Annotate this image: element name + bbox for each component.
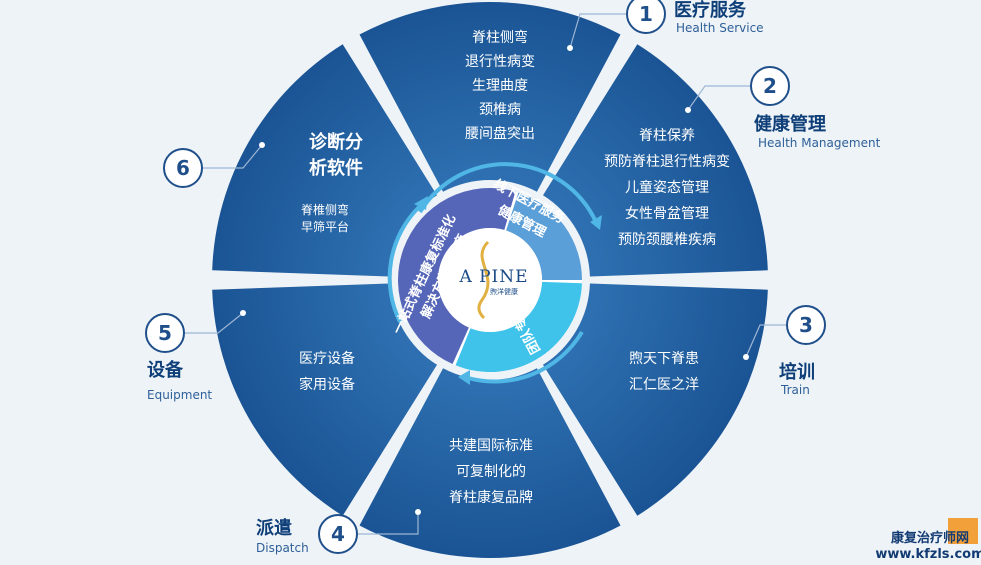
number-badge-4 [318, 514, 358, 554]
number-3: 3 [799, 313, 813, 337]
connector-3 [745, 324, 786, 358]
number-4: 4 [331, 522, 345, 546]
seg6-title-line-1: 诊断分 [309, 131, 363, 153]
inner-arrow-bottom [467, 330, 584, 384]
seg2-line-1: 脊柱保养 [639, 128, 695, 144]
category-labels: 医疗服务 Health Service 健康管理 Health Manageme… [147, 0, 881, 555]
watermark: 康复治疗师网 www.kfzls.com [875, 518, 981, 562]
seg4-line-2: 可复制化的 [456, 463, 526, 480]
seg1-line-1: 脊柱侧弯 [472, 29, 528, 46]
dot-icon [743, 354, 749, 360]
logo-disc [438, 228, 542, 332]
arrow-head-icon [590, 215, 602, 230]
seg2-line-4: 女性骨盆管理 [625, 205, 709, 222]
inner-arrow-top [418, 162, 598, 223]
logo-name: A PINE [458, 267, 528, 287]
inner-ring: A PINE 煦洋健康 [387, 162, 602, 385]
connector-5 [184, 312, 244, 334]
seg2-line-3: 儿童姿态管理 [625, 179, 709, 196]
seg6-line-2: 早筛平台 [301, 219, 349, 234]
number-badges: 1 2 3 4 5 6 [145, 0, 826, 554]
seg6-title-line-2: 析软件 [309, 157, 363, 179]
number-badge-2 [750, 66, 790, 106]
inner-sector-standard-solution [398, 188, 516, 365]
connector-2 [687, 85, 750, 111]
inner-arrow-left [387, 204, 422, 323]
cat-3-cn: 培训 [779, 361, 815, 383]
segment-dispatch [359, 368, 621, 559]
connector-6 [202, 144, 263, 169]
arrow-head-icon [458, 370, 470, 385]
cat-5-cn: 设备 [147, 359, 184, 381]
cat-4-en: Dispatch [256, 541, 309, 555]
watermark-url: www.kfzls.com [875, 547, 981, 562]
number-6: 6 [176, 156, 190, 180]
cat-2-en: Health Management [758, 136, 881, 150]
seg1-line-3: 生理曲度 [472, 78, 528, 94]
seg1-line-5: 腰间盘突出 [465, 125, 535, 142]
watermark-cn: 康复治疗师网 [891, 530, 969, 546]
arrow-head-icon [414, 196, 428, 210]
inner-sector-expert-team [455, 281, 582, 372]
seg4-line-3: 脊柱康复品牌 [449, 489, 533, 506]
number-5: 5 [158, 321, 172, 345]
number-badge-5 [145, 313, 185, 353]
seg2-line-2: 预防脊柱退行性病变 [604, 154, 730, 170]
cat-4-cn: 派遣 [256, 517, 292, 539]
dot-icon [240, 310, 246, 316]
connector-1 [569, 13, 626, 49]
connector-lines [184, 13, 786, 535]
seg3-line-1: 煦天下脊患 [629, 351, 699, 367]
inner-sector-offline-service [506, 192, 582, 280]
seg4-line-1: 共建国际标准 [449, 438, 533, 454]
watermark-logo-icon [948, 518, 978, 544]
dot-icon [685, 107, 691, 113]
number-2: 2 [763, 74, 777, 98]
logo-subtitle: 煦洋健康 [490, 287, 518, 296]
dot-icon [415, 509, 421, 515]
number-badge-1 [626, 0, 666, 34]
seg1-line-2: 退行性病变 [465, 54, 535, 70]
number-1: 1 [639, 2, 653, 26]
seg2-line-5: 预防颈腰椎疾病 [618, 232, 716, 248]
cat-1-en: Health Service [676, 21, 764, 35]
segment-diagnosis-software [212, 44, 438, 277]
spine-logo-icon [477, 240, 490, 320]
segment-health-service [359, 1, 621, 192]
cat-2-cn: 健康管理 [754, 113, 826, 135]
number-badge-3 [786, 305, 826, 345]
cat-1-cn: 医疗服务 [674, 0, 747, 21]
seg5-line-2: 家用设备 [299, 376, 355, 393]
segment-equipment [212, 283, 438, 516]
dot-icon [259, 142, 265, 148]
number-badge-6 [163, 148, 203, 188]
segment-train [542, 283, 768, 516]
cat-5-en: Equipment [147, 388, 212, 402]
dot-icon [567, 45, 573, 51]
cat-3-en: Train [780, 383, 810, 397]
connector-dots [240, 45, 749, 515]
seg6-line-1: 脊椎侧弯 [301, 202, 349, 217]
seg1-line-4: 颈椎病 [479, 102, 521, 118]
seg5-line-1: 医疗设备 [299, 350, 355, 367]
segment-texts: 脊柱侧弯 退行性病变 生理曲度 颈椎病 腰间盘突出 脊柱保养 预防脊柱退行性病变… [299, 29, 730, 506]
seg3-line-2: 汇仁医之洋 [629, 377, 699, 393]
